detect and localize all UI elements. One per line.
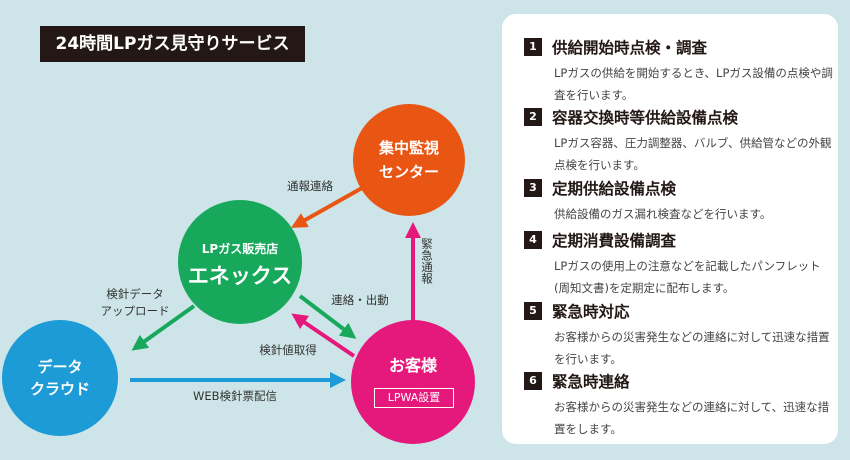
lpwa-badge: LPWA設置	[374, 388, 454, 408]
node-cloud: データ クラウド	[5, 356, 115, 400]
diagram-graphics	[2, 104, 475, 444]
label-dispatch: 連絡・出動	[331, 293, 389, 307]
diagram-title: 24時間LPガス見守りサービス	[40, 26, 305, 62]
service-item: 3 定期供給設備点検供給設備のガス漏れ検査などを行います。	[524, 177, 834, 225]
arrow-meter	[291, 313, 356, 358]
service-number: 6	[524, 372, 542, 390]
label-web: WEB検針票配信	[192, 389, 278, 403]
services-panel: 1 供給開始時点検・調査 LPガスの供給を開始するとき、LPガス設備の点検や調査を行…	[502, 14, 838, 444]
service-title: 供給開始時点検・調査	[552, 39, 708, 57]
service-item: 1 供給開始時点検・調査 LPガスの供給を開始するとき、LPガス設備の点検や調査を行…	[524, 36, 834, 106]
service-number: 3	[524, 179, 542, 197]
store-subtitle: LPガス販売店	[201, 242, 279, 256]
service-number: 5	[524, 302, 542, 320]
service-title: 定期消費設備調査	[552, 232, 677, 250]
service-title: 緊急時対応	[552, 303, 630, 321]
service-item: 4 定期消費設備調査 LPガスの使用上の注意などを記載したパンフレット(周知文書)を…	[524, 229, 834, 299]
arrow-dispatch	[298, 294, 357, 339]
service-title: 定期供給設備点検	[552, 180, 677, 198]
service-number: 1	[524, 38, 542, 56]
cloud-line2: クラウド	[29, 380, 90, 398]
service-number: 2	[524, 108, 542, 126]
node-cloud-circle	[2, 320, 118, 436]
service-title: 容器交換時等供給設備点検	[552, 109, 739, 127]
center-line1: 集中監視	[378, 139, 439, 157]
service-desc: LPガスの供給を開始するとき、LPガス設備の点検や調査を行います。	[554, 66, 833, 102]
label-report: 通報連絡	[287, 179, 333, 193]
service-number: 4	[524, 231, 542, 249]
label-meter: 検針値取得	[259, 343, 317, 357]
cloud-line1: データ	[37, 358, 83, 376]
upload-line2: アップロード	[100, 304, 170, 318]
service-item: 5 緊急時対応お客様からの災害発生などの連絡に対して迅速な措置を行います。	[524, 300, 834, 370]
service-desc: LPガス容器、圧力調整器、バルブ、供給管などの外観点検を行います。	[554, 136, 832, 172]
label-emergency: 緊急通報	[420, 238, 434, 284]
upload-line1: 検針データ	[106, 287, 164, 301]
center-line2: センター	[378, 163, 439, 181]
store-name: エネックス	[187, 264, 293, 288]
customer-label: お客様	[388, 356, 437, 375]
node-store-circle	[178, 200, 302, 324]
arrow-report	[291, 186, 363, 228]
service-desc: お客様からの災害発生などの連絡に対して、迅速な措置をします。	[554, 400, 830, 436]
service-item: 2 容器交換時等供給設備点検 LPガス容器、圧力調整器、バルブ、供給管などの外観点検…	[524, 106, 834, 176]
node-center-circle	[353, 104, 465, 216]
label-upload: 検針データ アップロード	[90, 286, 180, 320]
service-desc: お客様からの災害発生などの連絡に対して迅速な措置を行います。	[554, 330, 830, 366]
service-desc: LPガスの使用上の注意などを記載したパンフレット(周知文書)を定期定に配布します…	[554, 259, 821, 295]
service-title: 緊急時連絡	[552, 373, 630, 391]
service-desc: 供給設備のガス漏れ検査などを行います。	[554, 207, 772, 221]
service-item: 6 緊急時連絡お客様からの災害発生などの連絡に対して、迅速な措置をします。	[524, 370, 834, 440]
node-center: 集中監視 センター	[354, 136, 464, 184]
node-customer-circle	[351, 320, 475, 444]
arrow-upload	[131, 304, 196, 351]
